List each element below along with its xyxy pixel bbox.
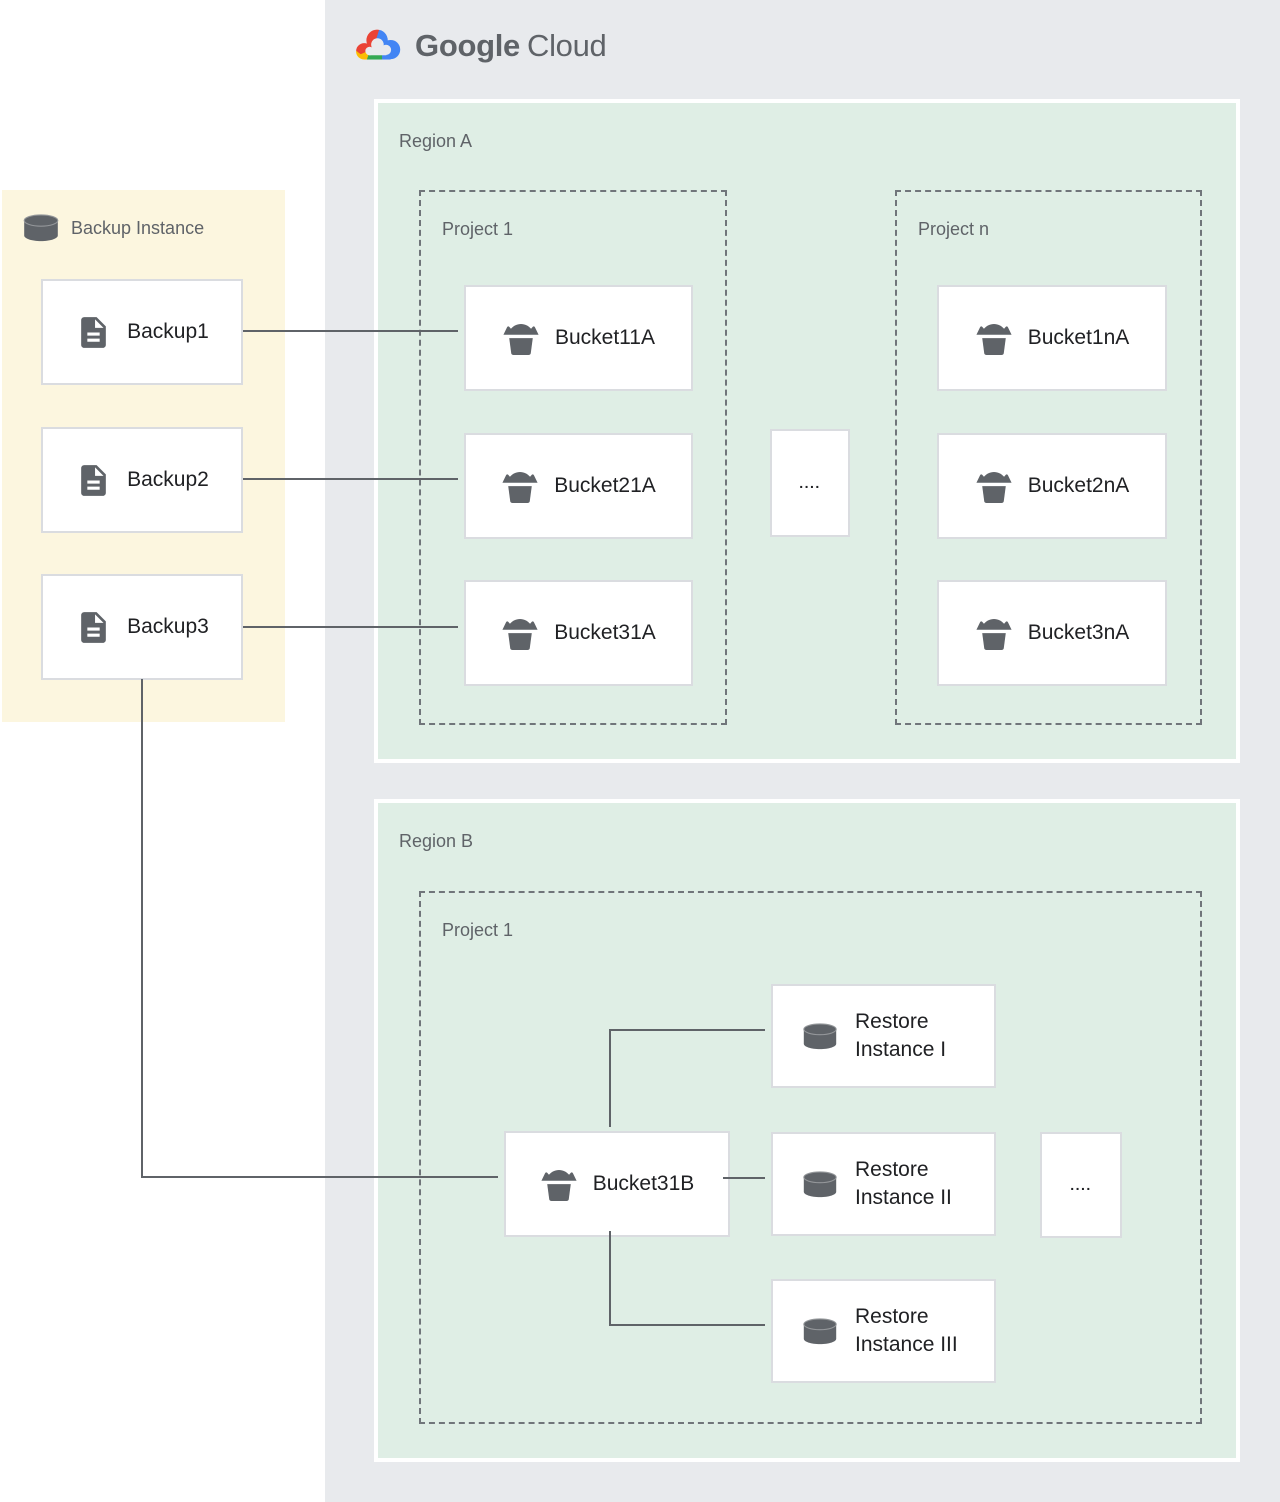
connector-backup3-bucket31b	[141, 1176, 498, 1178]
node-bucket1na: Bucket1nA	[937, 285, 1167, 391]
google-cloud-logo-icon	[355, 27, 402, 65]
region-a: Region A Project 1 Bucket11A Buc	[374, 99, 1240, 763]
bucket-icon	[976, 471, 1012, 503]
connector-bucket31b-down	[609, 1231, 611, 1326]
connector-backup3-bucket31a	[243, 626, 458, 628]
connector-backup2-bucket21a	[243, 478, 458, 480]
bucket-icon	[976, 618, 1012, 650]
node-label: Restore Instance II	[855, 1158, 952, 1209]
project-1-region-a-label: Project 1	[442, 219, 514, 239]
node-bucket2na: Bucket2nA	[937, 433, 1167, 539]
database-icon	[803, 1022, 837, 1049]
node-bucket31b: Bucket31B	[504, 1131, 730, 1237]
node-label: Restore Instance III	[855, 1305, 958, 1356]
logo-cloud-text: Cloud	[526, 28, 607, 63]
node-bucket11a: Bucket11A	[464, 285, 693, 391]
backup-instance-title: Backup Instance	[71, 217, 205, 238]
node-backup3: Backup3	[41, 574, 243, 680]
node-label: Bucket11A	[554, 326, 655, 349]
project-1-region-b: Project 1 Bucket31B Restore In	[419, 891, 1202, 1424]
node-label: Bucket21A	[554, 474, 656, 497]
node-backup2: Backup2	[41, 427, 243, 533]
logo-google-text: Google	[415, 28, 520, 63]
node-label: Backup1	[127, 320, 209, 343]
region-b: Region B Project 1 Bucket31B	[374, 799, 1240, 1462]
connector-bucket31b-restore1	[609, 1029, 765, 1031]
node-restore-instance-2: Restore Instance II	[771, 1132, 996, 1236]
project-1-region-b-label: Project 1	[442, 920, 514, 940]
bucket-icon	[502, 618, 538, 650]
project-n-region-a-label: Project n	[918, 219, 990, 239]
bucket-icon	[503, 323, 539, 355]
node-restore-instance-3: Restore Instance III	[771, 1279, 996, 1383]
project-1-region-a: Project 1 Bucket11A Bucket21A	[419, 190, 727, 725]
node-label: Backup2	[127, 468, 209, 491]
node-restore-instance-1: Restore Instance I	[771, 984, 996, 1088]
file-icon	[81, 464, 106, 496]
node-label: Bucket2nA	[1027, 474, 1130, 497]
ellipsis-label: ....	[799, 475, 821, 491]
node-label: Bucket3nA	[1027, 621, 1130, 644]
connector-bucket31b-restore3	[609, 1324, 765, 1326]
node-bucket3na: Bucket3nA	[937, 580, 1167, 686]
project-n-region-a: Project n Bucket1nA Bucket2nA	[895, 190, 1202, 725]
region-a-label: Region A	[399, 131, 473, 151]
node-bucket21a: Bucket21A	[464, 433, 693, 539]
database-icon	[23, 214, 59, 242]
file-icon	[81, 611, 106, 643]
ellipsis-label: ....	[1070, 1177, 1092, 1193]
bucket-icon	[541, 1169, 577, 1201]
connector-bucket31b-up	[609, 1030, 611, 1127]
node-label: Bucket31B	[592, 1172, 695, 1195]
connector-backup3-down	[141, 679, 143, 1178]
file-icon	[81, 316, 106, 348]
bucket-icon	[502, 471, 538, 503]
database-icon	[803, 1170, 837, 1197]
more-projects-ellipsis: ....	[770, 429, 850, 537]
node-label: Restore Instance I	[855, 1010, 947, 1061]
connector-backup1-bucket11a	[243, 330, 458, 332]
backup-instance-header: Backup Instance	[22, 214, 204, 242]
node-bucket31a: Bucket31A	[464, 580, 693, 686]
node-label: Bucket1nA	[1027, 326, 1130, 349]
backup-instance-panel: Backup Instance Backup1 Backup2 Backup3	[2, 190, 285, 722]
more-restores-ellipsis: ....	[1040, 1132, 1122, 1238]
node-backup1: Backup1	[41, 279, 243, 385]
bucket-icon	[976, 323, 1012, 355]
node-label: Bucket31A	[554, 621, 656, 644]
connector-bucket31b-restore2	[723, 1177, 765, 1179]
node-label: Backup3	[127, 615, 209, 638]
region-b-label: Region B	[399, 831, 474, 851]
database-icon	[803, 1317, 837, 1344]
